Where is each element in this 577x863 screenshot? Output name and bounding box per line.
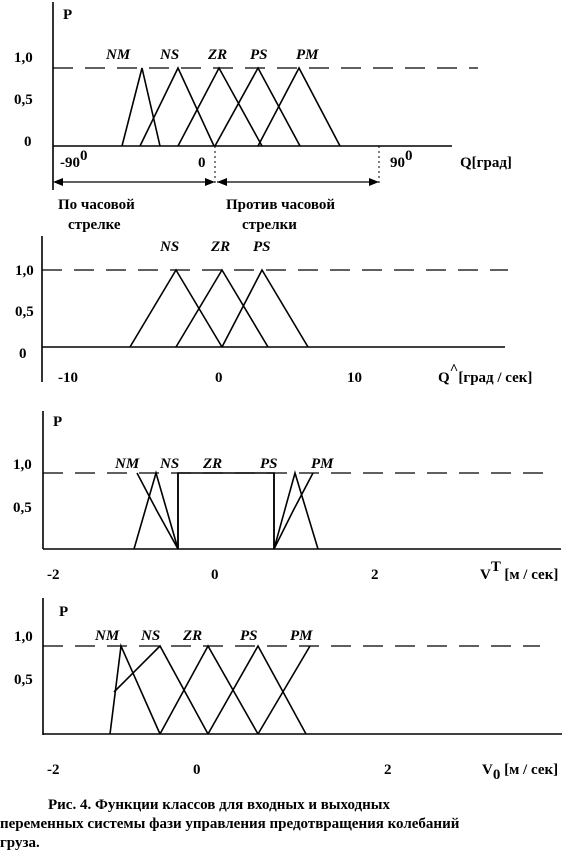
chart-3-ylabel: P — [53, 414, 62, 430]
chart-1-arrowhead-left-end — [205, 178, 215, 186]
chart-3-label-NM: NM — [114, 456, 140, 472]
figure-caption: Рис. 4. Функции классов для входных и вы… — [0, 796, 577, 853]
chart-1-ytick-1: 1,0 — [14, 50, 33, 66]
chart-2-label-ZR: ZR — [210, 239, 230, 255]
chart-4-label-PS: PS — [240, 628, 258, 644]
series-ZR-1 — [177, 66, 263, 147]
series-NS-2 — [129, 268, 223, 348]
chart-1-xtick-2: 0 — [198, 155, 206, 171]
series-PS-2 — [221, 268, 309, 348]
chart-2 — [41, 236, 508, 382]
series-PM-3 — [273, 470, 319, 550]
chart-2-xlabel: Q^[град / сек] — [438, 362, 532, 386]
chart-3-label-PS: PS — [260, 456, 278, 472]
chart-3-label-NS: NS — [159, 456, 179, 472]
series-NM-4 — [109, 643, 161, 735]
caption-line-1: Рис. 4. Функции классов для входных и вы… — [48, 797, 390, 813]
chart-1-label-PS: PS — [250, 47, 268, 63]
chart-4-label-ZR: ZR — [182, 628, 202, 644]
chart-3-ytick-1: 1,0 — [13, 457, 32, 473]
caption-line-2: переменных системы фази управления предо… — [0, 816, 460, 832]
chart-1-xtick-1: -900 — [60, 148, 88, 171]
chart-2-xtick-1: -10 — [58, 370, 78, 386]
annotation-counterclockwise-2: стрелки — [242, 217, 297, 233]
chart-1-arrowhead-right — [369, 178, 379, 186]
annotation-clockwise-1: По часовой — [58, 197, 135, 213]
chart-4-label-PM: PM — [290, 628, 313, 644]
chart-4-xtick-3: 2 — [384, 762, 392, 778]
chart-3-xtick-3: 2 — [371, 567, 379, 583]
chart-3-xtick-2: 0 — [211, 567, 219, 583]
chart-3-label-PM: PM — [311, 456, 334, 472]
chart-4-ytick-1: 1,0 — [14, 629, 33, 645]
chart-1-arrowhead-left — [53, 178, 63, 186]
chart-2-xtick-2: 0 — [215, 370, 223, 386]
chart-3-label-ZR: ZR — [202, 456, 222, 472]
chart-4-xtick-2: 0 — [193, 762, 201, 778]
series-NS-3 — [136, 472, 179, 550]
caption-line-3: груза. — [0, 835, 40, 851]
series-PS-3 — [273, 472, 314, 550]
chart-1-label-NM: NM — [105, 47, 131, 63]
annotation-counterclockwise-1: Против часовой — [226, 197, 335, 213]
chart-3-xtick-1: -2 — [47, 567, 60, 583]
series-NS-4 — [113, 644, 209, 735]
chart-4-xlabel: V0 [м / сек] — [482, 762, 558, 783]
chart-1-ytick-3: 0 — [24, 134, 32, 150]
chart-3-xlabel: VT [м / сек] — [480, 559, 558, 583]
chart-1-label-PM: PM — [296, 47, 319, 63]
chart-2-label-PS: PS — [253, 239, 271, 255]
chart-2-ytick-1: 1,0 — [15, 263, 34, 279]
chart-1-label-ZR: ZR — [207, 47, 227, 63]
chart-3-ytick-2: 0,5 — [13, 500, 32, 516]
chart-1-label-NS: NS — [159, 47, 179, 63]
chart-4-ytick-2: 0,5 — [14, 672, 33, 688]
chart-4-xtick-1: -2 — [47, 762, 60, 778]
series-PS-4 — [207, 644, 307, 735]
chart-1-ytick-2: 0,5 — [14, 92, 33, 108]
series-ZR-2 — [175, 268, 269, 348]
series-PM-1 — [257, 66, 341, 147]
series-NM-3 — [133, 470, 179, 550]
chart-4-ylabel: P — [59, 604, 68, 620]
series-PS-1 — [214, 66, 301, 147]
chart-2-ytick-2: 0,5 — [15, 304, 34, 320]
series-ZR-3 — [177, 472, 275, 549]
chart-4 — [42, 598, 562, 735]
chart-1-xlabel: Q[град] — [460, 155, 512, 171]
series-NS-1 — [139, 66, 215, 147]
chart-2-ytick-3: 0 — [19, 346, 27, 362]
chart-1-arrowhead-right-start — [217, 178, 227, 186]
series-NM-1 — [121, 67, 161, 147]
chart-1-xtick-3: 900 — [390, 148, 413, 171]
annotation-clockwise-2: стрелке — [68, 217, 121, 233]
chart-2-xtick-3: 10 — [347, 370, 362, 386]
chart-4-label-NS: NS — [140, 628, 160, 644]
chart-3 — [42, 411, 561, 550]
chart-4-label-NM: NM — [94, 628, 120, 644]
series-PM-4 — [257, 645, 311, 735]
chart-1-ylabel: P — [63, 7, 72, 23]
chart-1 — [52, 2, 478, 190]
series-ZR-4 — [159, 644, 259, 735]
chart-2-label-NS: NS — [159, 239, 179, 255]
